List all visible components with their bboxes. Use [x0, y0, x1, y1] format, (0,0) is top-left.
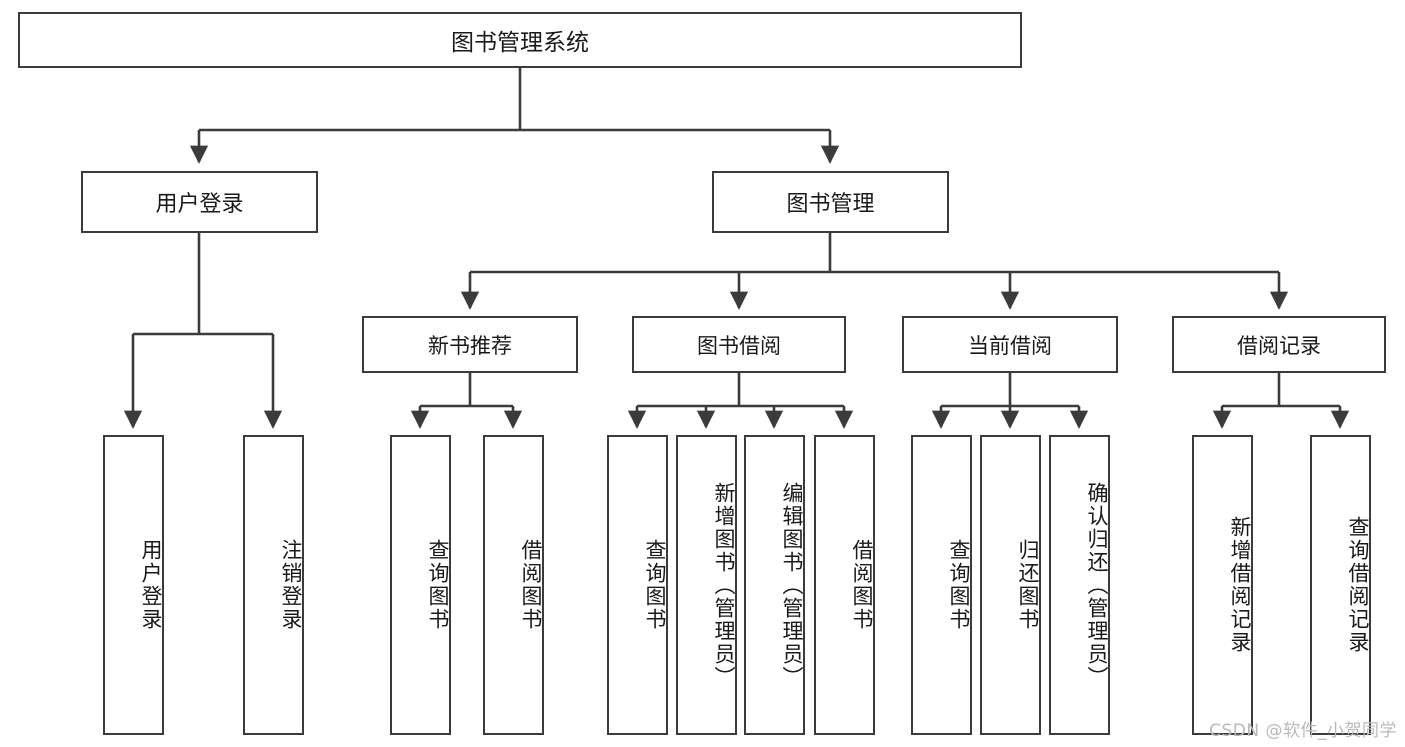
leaf-current-confirm-return-admin[interactable]: 确认归还（管理员） — [1049, 435, 1110, 735]
node-book-management[interactable]: 图书管理 — [712, 171, 949, 233]
node-user-login-label: 用户登录 — [155, 192, 244, 217]
node-root-label: 图书管理系统 — [451, 30, 589, 56]
leaf-label: 用户登录 — [139, 539, 163, 631]
leaf-label: 编辑图书（管理员） — [780, 481, 804, 689]
leaf-borrow-borrow-book[interactable]: 借阅图书 — [814, 435, 875, 735]
leaf-label: 确认归还（管理员） — [1085, 481, 1109, 689]
node-book-borrow[interactable]: 图书借阅 — [632, 316, 846, 373]
leaf-label: 查询图书 — [947, 539, 971, 631]
leaf-recommend-borrow-book[interactable]: 借阅图书 — [483, 435, 544, 735]
leaf-label: 借阅图书 — [850, 539, 874, 631]
leaf-recommend-query-book[interactable]: 查询图书 — [390, 435, 451, 735]
node-borrow-record[interactable]: 借阅记录 — [1172, 316, 1386, 373]
leaf-user-login-login[interactable]: 用户登录 — [103, 435, 164, 735]
leaf-current-return-book[interactable]: 归还图书 — [980, 435, 1041, 735]
leaf-label: 新增借阅记录 — [1228, 516, 1252, 654]
leaf-label: 注销登录 — [279, 539, 303, 631]
leaf-borrow-query-book[interactable]: 查询图书 — [607, 435, 668, 735]
node-root[interactable]: 图书管理系统 — [18, 12, 1022, 68]
leaf-borrow-edit-book-admin[interactable]: 编辑图书（管理员） — [744, 435, 805, 735]
node-user-login[interactable]: 用户登录 — [81, 171, 318, 233]
node-current-borrow-label: 当前借阅 — [968, 333, 1052, 358]
leaf-user-login-logout[interactable]: 注销登录 — [243, 435, 304, 735]
leaf-label: 新增图书（管理员） — [712, 481, 736, 689]
leaf-current-query-book[interactable]: 查询图书 — [911, 435, 972, 735]
leaf-record-query-record[interactable]: 查询借阅记录 — [1310, 435, 1371, 735]
node-book-management-label: 图书管理 — [786, 192, 875, 217]
node-new-book-recommend[interactable]: 新书推荐 — [362, 316, 578, 373]
leaf-label: 查询图书 — [426, 539, 450, 631]
leaf-label: 借阅图书 — [519, 539, 543, 631]
node-borrow-record-label: 借阅记录 — [1237, 333, 1321, 358]
leaf-borrow-add-book-admin[interactable]: 新增图书（管理员） — [676, 435, 737, 735]
node-current-borrow[interactable]: 当前借阅 — [902, 316, 1118, 373]
leaf-label: 查询图书 — [643, 539, 667, 631]
leaf-record-add-record[interactable]: 新增借阅记录 — [1192, 435, 1253, 735]
watermark: CSDN @软件_小贺同学 — [1209, 721, 1397, 741]
leaf-label: 查询借阅记录 — [1346, 516, 1370, 654]
node-new-book-recommend-label: 新书推荐 — [428, 333, 512, 358]
leaf-label: 归还图书 — [1016, 539, 1040, 631]
node-book-borrow-label: 图书借阅 — [697, 333, 781, 358]
